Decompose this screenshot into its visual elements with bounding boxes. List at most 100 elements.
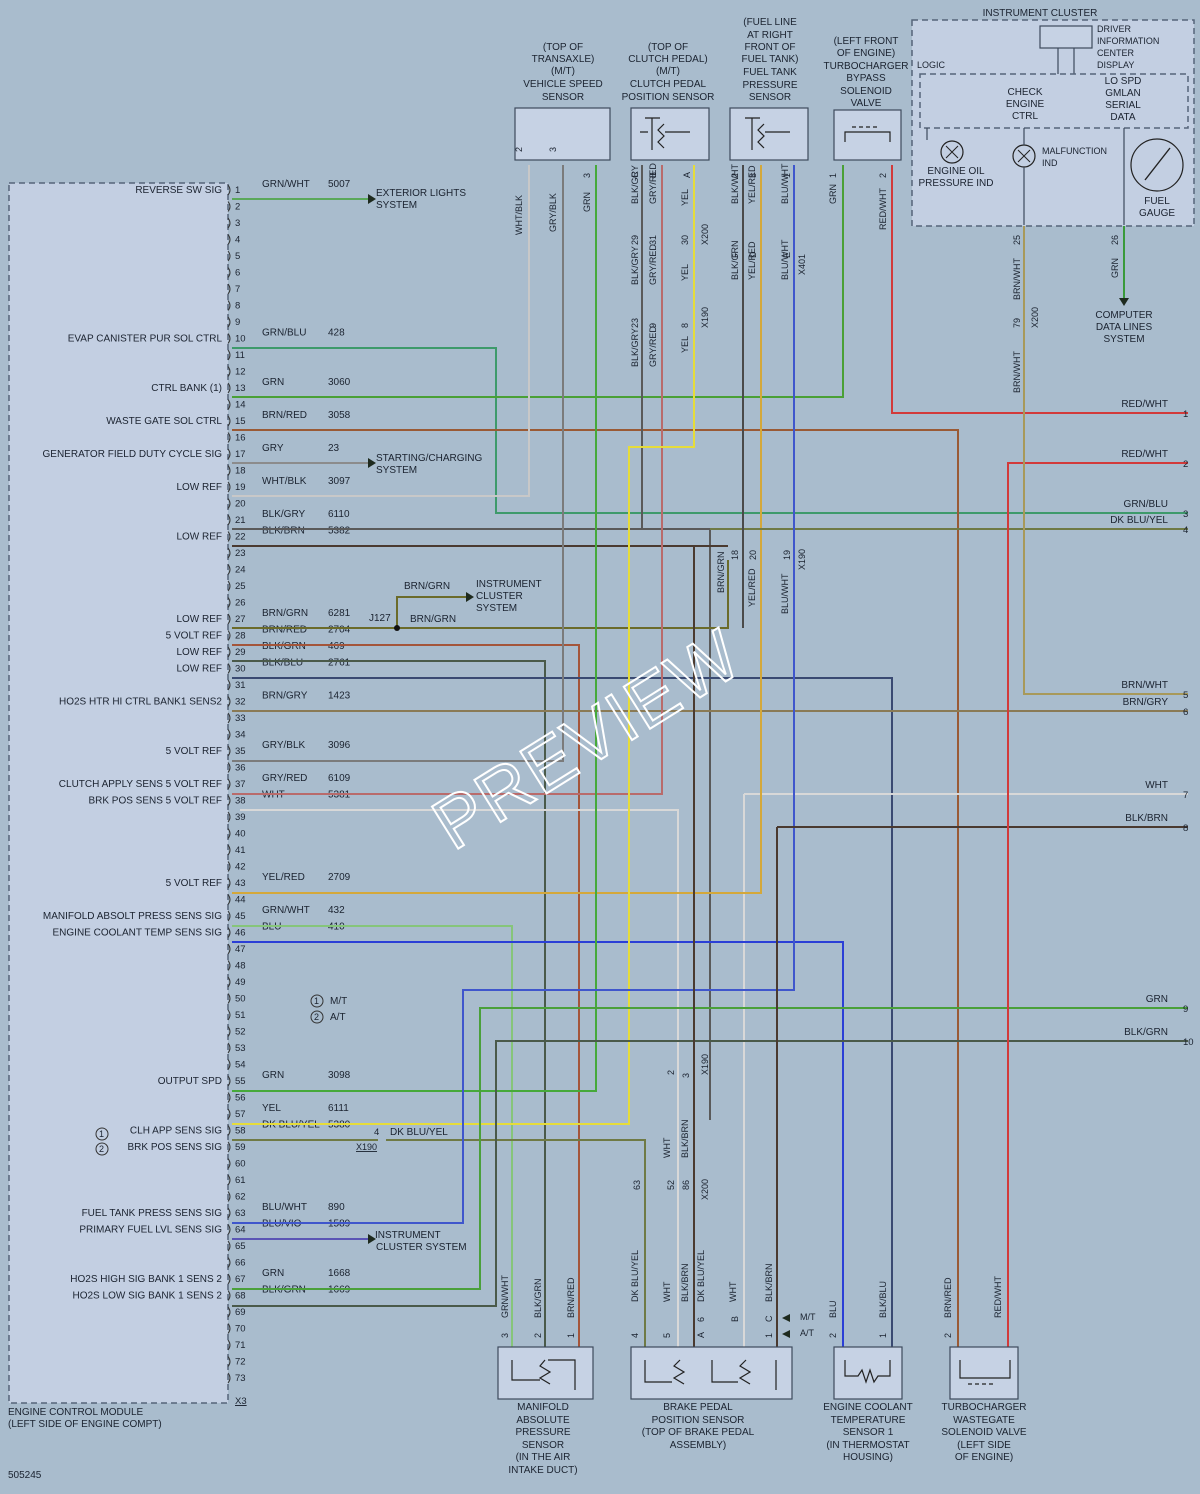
wire-color-label: YEL/RED bbox=[262, 872, 305, 883]
connector-pin-label: 23 bbox=[630, 318, 640, 328]
ecm-pin-tick bbox=[227, 844, 231, 856]
ecm-pin-number: 25 bbox=[235, 581, 246, 592]
ecm-pin-number: 49 bbox=[235, 977, 246, 988]
ecm-pin-tick bbox=[227, 366, 231, 377]
ref-pin4: 4 bbox=[374, 1127, 379, 1138]
ecm-pin-tick bbox=[227, 1174, 231, 1186]
ref-cluster-3: SYSTEM bbox=[476, 603, 517, 614]
vertical-wire-label: GRY/RED bbox=[648, 326, 658, 367]
connector-pin-label: 31 bbox=[648, 235, 658, 245]
wg-coil-symbol bbox=[959, 1360, 1011, 1385]
connector-pin-label: 2 bbox=[828, 1333, 838, 1338]
connector-pin-label: X200 bbox=[700, 1179, 710, 1200]
ecm-signal-label: LOW REF bbox=[176, 482, 222, 493]
connector-pin-label: C bbox=[764, 1315, 774, 1322]
ecm-pin-number: 16 bbox=[235, 433, 246, 444]
connector-pin-label: A bbox=[682, 172, 692, 178]
ecm-pin-tick bbox=[227, 234, 231, 245]
bpp-3: (TOP OF BRAKE PEDAL bbox=[642, 1427, 755, 1438]
ecm-pin-tick bbox=[227, 1026, 231, 1037]
wire-circuit-number: 6110 bbox=[328, 509, 350, 520]
ecm-pin-tick bbox=[227, 349, 231, 361]
ecm-pin-number: 36 bbox=[235, 763, 246, 774]
wire-color-label: GRN/WHT bbox=[262, 905, 310, 916]
arrow-at bbox=[782, 1330, 790, 1338]
ecm-signal-label: GENERATOR FIELD DUTY CYCLE SIG bbox=[43, 449, 223, 460]
vertical-wire-label: BLK/GRY bbox=[630, 246, 640, 285]
connector-pin-label: 4 bbox=[630, 1333, 640, 1338]
vertical-wire-label: BLK/GRN bbox=[730, 240, 740, 280]
ecm-pin-tick bbox=[227, 1125, 231, 1136]
ecm-signal-label: OUTPUT SPD bbox=[158, 1076, 222, 1087]
ecm-pin-number: 7 bbox=[235, 284, 240, 295]
ecm-pin-number: 3 bbox=[235, 218, 240, 229]
wire-color-label: GRN/BLU bbox=[262, 328, 306, 339]
ecm-pin-number: 10 bbox=[235, 334, 246, 345]
vertical-wire-label: YEL bbox=[680, 189, 690, 206]
clutch-title-4: CLUTCH PEDAL bbox=[630, 79, 707, 90]
connector-pin-label: 19 bbox=[782, 550, 792, 560]
ecm-pin-number: 53 bbox=[235, 1043, 246, 1054]
ecm-pin-number: 37 bbox=[235, 779, 246, 790]
ecm-pin-number: 68 bbox=[235, 1291, 246, 1302]
vertical-wire-label: GRY/BLK bbox=[548, 193, 558, 232]
ecm-pin-tick bbox=[227, 927, 231, 938]
ecm-pin-number: 2 bbox=[235, 202, 240, 213]
right-edge-wire-label: DK BLU/YEL bbox=[1110, 515, 1168, 526]
wire-circuit-number: 2761 bbox=[328, 658, 351, 669]
ft-title-5: FUEL TANK bbox=[743, 67, 797, 78]
vertical-wire-label: BLK/BRN bbox=[680, 1119, 690, 1158]
ecm-pin-number: 70 bbox=[235, 1324, 246, 1335]
ft-title-1: (FUEL LINE bbox=[743, 17, 797, 28]
ect-symbol bbox=[844, 1360, 891, 1384]
ecm-signal-label: ENGINE COOLANT TEMP SENS SIG bbox=[53, 928, 223, 939]
vertical-wire-label: RED/WHT bbox=[993, 1276, 1003, 1318]
preview-watermark: PREVIEW bbox=[419, 614, 755, 865]
wire-mil-brnwht bbox=[1023, 225, 1188, 695]
ft-title-7: SENSOR bbox=[749, 92, 791, 103]
ecm-pin-tick bbox=[227, 300, 231, 311]
right-edge-wire-label: BRN/GRY bbox=[1123, 697, 1169, 708]
ecm-pin-tick bbox=[227, 877, 231, 889]
ecm-box bbox=[8, 182, 229, 1404]
ecm-pin-tick bbox=[227, 1042, 231, 1054]
ecm-signal-label: PRIMARY FUEL LVL SENS SIG bbox=[79, 1225, 222, 1236]
vertical-wire-label: BRN/GRN bbox=[716, 551, 726, 593]
vertical-wire-label: BRN/WHT bbox=[1012, 258, 1022, 300]
ect-box bbox=[833, 1346, 903, 1400]
ecm-pin-number: 46 bbox=[235, 928, 246, 939]
connector-pin-label: 63 bbox=[632, 1180, 642, 1190]
connector-pin-label: X200 bbox=[1030, 307, 1040, 328]
clutch-sensor: (TOP OF CLUTCH PEDAL) (M/T) CLUTCH PEDAL… bbox=[622, 42, 714, 161]
wg-4: (LEFT SIDE bbox=[957, 1440, 1011, 1451]
ecm-pin-number: 35 bbox=[235, 746, 246, 757]
ecm-pin-number: 4 bbox=[235, 235, 240, 246]
mil-2: IND bbox=[1042, 158, 1058, 168]
instrument-cluster: INSTRUMENT CLUSTER DRIVER INFORMATION CE… bbox=[911, 8, 1195, 227]
wire-j127-branch bbox=[396, 596, 466, 628]
vertical-wire-label: BLK/GRN bbox=[533, 1278, 543, 1318]
ft-title-2: AT RIGHT bbox=[747, 30, 793, 41]
ecm-pin-number: 28 bbox=[235, 631, 246, 642]
note-2b-num: 2 bbox=[99, 1144, 104, 1154]
ref-x190: X190 bbox=[356, 1142, 377, 1152]
wire-dkbluyel bbox=[386, 1139, 646, 1347]
ecm-pin-number: 29 bbox=[235, 647, 246, 658]
fueltank-sensor: (FUEL LINE AT RIGHT FRONT OF FUEL TANK) … bbox=[729, 17, 809, 161]
connector-pin-label: 2 bbox=[878, 173, 888, 178]
connector-pin-label: F bbox=[730, 252, 740, 258]
wire-circuit-number: 428 bbox=[328, 328, 345, 339]
ecm-pin-number: 52 bbox=[235, 1027, 246, 1038]
connector-pin-label: 1 bbox=[566, 1333, 576, 1338]
ecm-pin-number: 60 bbox=[235, 1159, 246, 1170]
ecm-pin-tick bbox=[227, 1207, 231, 1219]
connector-pin-label: 2 bbox=[943, 1333, 953, 1338]
map-sensor: MANIFOLD ABSOLUTE PRESSURE SENSOR (IN TH… bbox=[497, 1346, 594, 1476]
ecm-pin-number: 62 bbox=[235, 1192, 246, 1203]
wg-2: WASTEGATE bbox=[953, 1415, 1015, 1426]
ecm-pin-number: 55 bbox=[235, 1076, 246, 1087]
gmlan-1: LO SPD bbox=[1105, 76, 1142, 87]
ecm-pin-number: 61 bbox=[235, 1175, 246, 1186]
ecm-pin-tick bbox=[227, 1092, 231, 1103]
connector-pin-label: 3 bbox=[681, 1073, 691, 1078]
